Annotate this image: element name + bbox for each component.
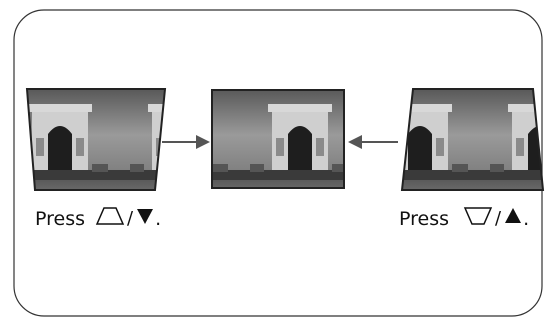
arrow-left bbox=[348, 135, 398, 149]
arrow-right bbox=[162, 135, 210, 149]
image-corrected bbox=[211, 89, 345, 189]
right-end: . bbox=[523, 207, 530, 230]
left-instruction: Press / . bbox=[35, 206, 161, 231]
left-end: . bbox=[155, 207, 162, 230]
right-instruction: Press / . bbox=[399, 206, 529, 231]
left-separator: / bbox=[127, 208, 134, 229]
image-keystone-wide-top bbox=[25, 88, 167, 191]
triangle-down-icon bbox=[135, 206, 155, 231]
triangle-up-icon bbox=[503, 206, 523, 231]
outer-border bbox=[13, 9, 543, 317]
right-press-label: Press bbox=[399, 207, 450, 230]
right-separator: / bbox=[495, 208, 502, 229]
left-press-label: Press bbox=[35, 207, 86, 230]
keystone-up-icon bbox=[95, 206, 125, 231]
image-keystone-wide-bottom bbox=[400, 88, 545, 191]
keystone-down-icon bbox=[463, 206, 493, 231]
